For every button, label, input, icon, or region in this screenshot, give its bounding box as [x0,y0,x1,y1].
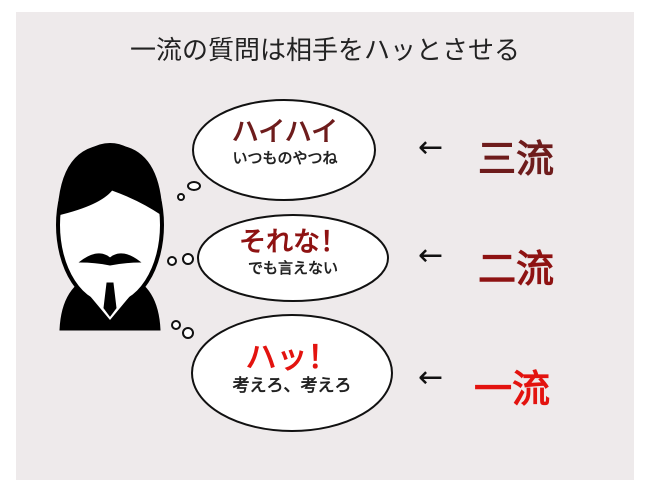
bubble-main-text: ハイハイ [231,117,339,148]
bubble-sub-text: 考えろ、考えろ [232,376,352,396]
bubble-sub-text: いつものやつね [232,149,338,167]
rank-label-1: 一流 [474,367,551,411]
bubble-main-text: ハッ！ [245,340,339,376]
slide-title: 一流の質問は相手をハッとさせる [129,36,520,66]
arrow-left-icon: ← [418,130,444,165]
rank-label-3: 三流 [478,137,555,181]
person-icon [56,143,164,331]
arrow-left-icon: ← [418,360,444,395]
bubble-2: それな！ でも言えない [208,228,378,278]
thought-bubbles [167,99,393,432]
rank-label-2: 二流 [478,247,555,291]
bubble-1: ハイハイ いつものやつね [200,118,370,168]
arrow-left-icon: ← [418,238,444,273]
bubble-3: ハッ！ 考えろ、考えろ [202,340,382,396]
bubble-main-text: それな！ [239,227,347,258]
bubble-sub-text: でも言えない [247,259,338,277]
